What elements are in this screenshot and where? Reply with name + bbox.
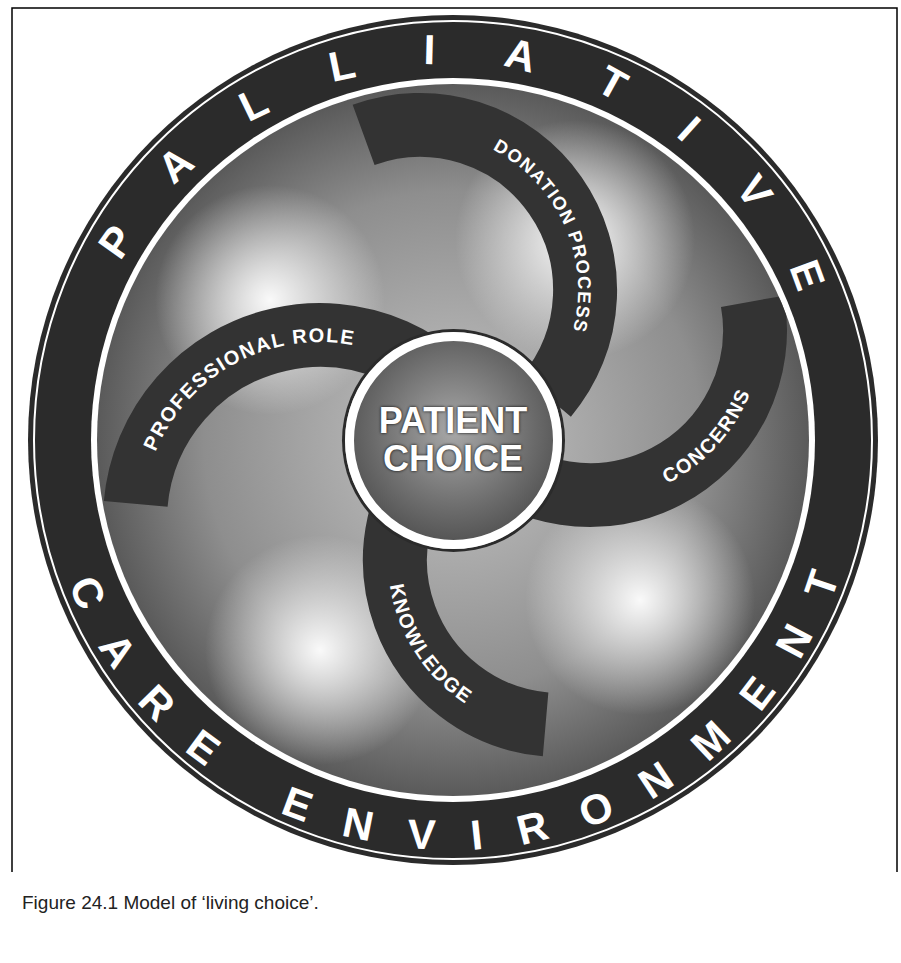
- segment-label: PROFESSIONAL ROLE: [139, 324, 357, 454]
- inner-ring-line: [91, 78, 815, 802]
- environment-ring: PALLIATIVE CARE ENVIRONMENT PATIENT CHOICE…: [28, 15, 878, 865]
- swirl-segment: PROFESSIONAL ROLE: [28, 15, 878, 865]
- ring-label: CARE ENVIRONMENT: [60, 529, 860, 859]
- ring-label: CARE ENVIRONMENT: [60, 529, 860, 859]
- outer-ring-line: [34, 21, 872, 859]
- figure-frame: [12, 8, 897, 872]
- segment-label: DONATION PROCESS: [491, 135, 596, 336]
- ring-label: PALLIATIVE: [89, 26, 857, 359]
- center-circle: PATIENT CHOICE: [345, 332, 562, 549]
- segment-label: KNOWLEDGE: [386, 582, 477, 708]
- disc-highlights: [155, 120, 755, 765]
- segment-label: CONCERNS: [658, 385, 754, 488]
- outer-ring: [28, 15, 878, 865]
- ring-label: PALLIATIVE: [89, 26, 857, 359]
- swirl-blades: [136, 125, 755, 724]
- curved-text-layer: PROFESSIONAL ROLE: [28, 15, 878, 865]
- segment-label: KNOWLEDGE: [386, 582, 477, 708]
- segment-label: CONCERNS: [658, 385, 754, 488]
- inner-disc: [97, 84, 809, 796]
- segment-label: PROFESSIONAL ROLE: [139, 324, 357, 454]
- segment-label: DONATION PROCESS: [491, 135, 596, 336]
- center-label: PATIENT CHOICE: [368, 402, 538, 478]
- figure-caption: Figure 24.1 Model of ‘living choice’.: [22, 892, 882, 914]
